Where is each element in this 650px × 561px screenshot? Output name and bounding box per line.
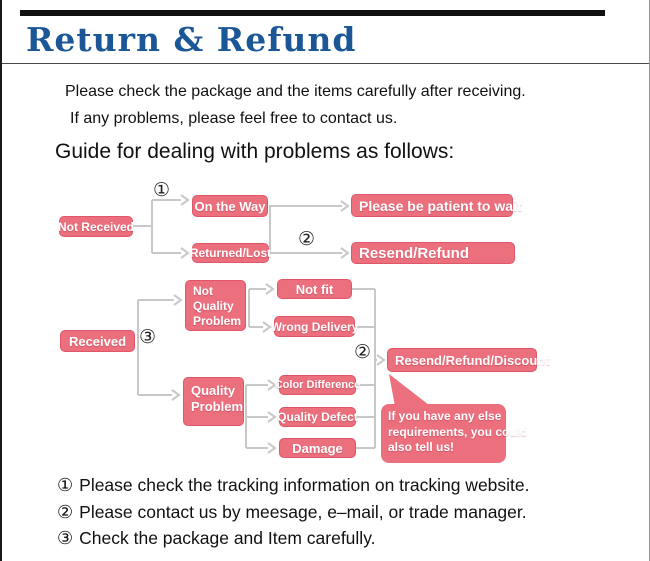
note-2-number: ② [57,501,74,522]
node-received: Received [60,330,135,352]
note-1-number: ① [57,475,74,495]
bubble-tail [389,374,438,412]
node-not-quality-problem: Not Quality Problem [185,280,246,331]
intro-line-2: If any problems, please feel free to con… [70,110,398,127]
bubble-line-3: also tell us! [388,440,455,455]
marker-2a: ② [298,229,316,250]
node-on-the-way: On the Way [192,195,268,217]
notes-list: ① Please check the tracking information … [57,475,530,555]
title-underline [2,63,649,64]
bubble-line-2: requirements, you could [388,424,528,439]
node-not-received: Not Received [58,216,134,237]
note-2-text: Please contact us by meesage, e–mail, or… [79,501,527,522]
node-quality-problem: Quality Problem [183,377,244,426]
note-1: ① Please check the tracking information … [57,475,530,496]
node-damage: Damage [279,438,356,458]
note-3-text: Check the package and Item carefully. [79,528,376,548]
node-be-patient: Please be patient to wait [351,194,522,217]
marker-2b: ② [354,342,372,363]
note-3-number: ③ [57,528,74,548]
marker-3: ③ [139,327,157,348]
guide-heading: Guide for dealing with problems as follo… [55,140,455,163]
node-not-fit: Not fit [277,279,352,299]
top-divider-bar [20,10,605,16]
bubble-line-1: If you have any else [388,409,502,423]
node-wrong-delivery: Wrong Delivery [271,316,358,337]
page-title: Return & Refund [26,20,357,59]
note-3: ③ Check the package and Item carefully. [57,528,530,549]
node-resend-refund: Resend/Refund [351,242,515,264]
note-1-text: Please check the tracking information on… [79,475,530,495]
node-returned-lost: Returned/Lost [190,243,271,263]
marker-1: ① [153,180,171,201]
speech-bubble: If you have any else requirements, you c… [381,404,528,463]
node-color-difference: Color Difference [275,375,360,395]
intro-line-1: Please check the package and the items c… [65,83,526,100]
node-quality-defect: Quality Defect [277,407,358,427]
node-resend-refund-discount: Resend/Refund/Discount [387,348,550,372]
note-2: ② Please contact us by meesage, e–mail, … [57,502,530,523]
